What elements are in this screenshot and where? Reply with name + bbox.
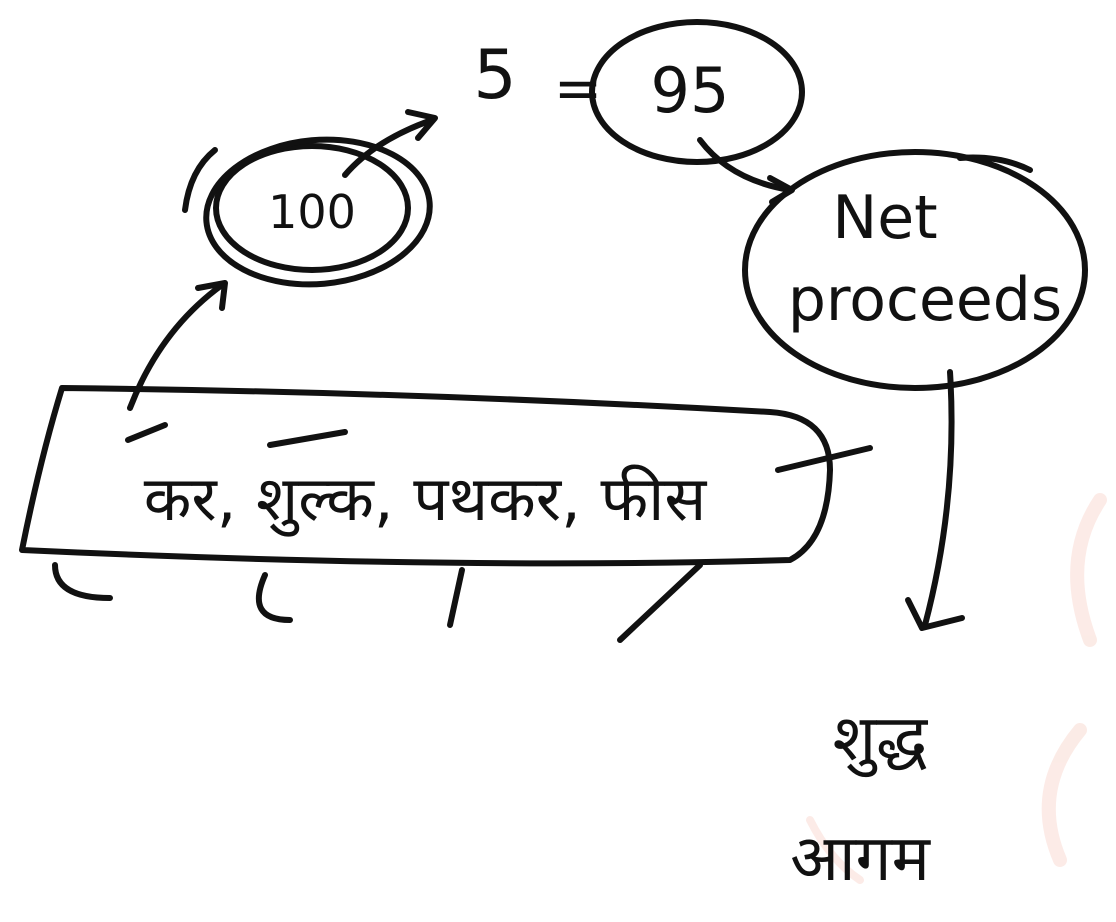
deduction-label: 5 — [473, 36, 516, 115]
arrow-100-to-5-head — [405, 109, 438, 141]
circle-100-outer — [213, 143, 411, 273]
under-mark-4 — [617, 562, 703, 643]
arrow-net-to-result-head — [905, 597, 965, 631]
arrow-net-to-result — [922, 369, 955, 628]
under-mark-1 — [52, 562, 113, 601]
charges-list-label: कर, शुल्क, पथकर, फीस — [144, 462, 708, 537]
arrow-charges-to-100-head — [195, 280, 228, 311]
tick-mark-2 — [267, 429, 348, 448]
arrow-charges-to-100 — [127, 282, 225, 411]
gross-amount-label: 100 — [268, 185, 356, 239]
circle-95 — [589, 19, 805, 165]
under-mark-2 — [255, 572, 293, 623]
circle-100-inner — [203, 136, 433, 288]
strike-mark — [775, 445, 873, 473]
arrow-95-to-net — [697, 137, 793, 193]
watermark-logo — [806, 493, 1107, 884]
arrow-100-to-5 — [342, 117, 435, 178]
tick-mark-1 — [125, 422, 168, 443]
circle-net-proceeds — [742, 149, 1088, 391]
under-mark-3 — [447, 567, 465, 628]
net-amount-label: 95 — [651, 54, 730, 127]
circle-100-tail — [182, 147, 218, 213]
charges-box — [19, 385, 833, 567]
circle-net-proceeds-tail — [957, 154, 1033, 173]
